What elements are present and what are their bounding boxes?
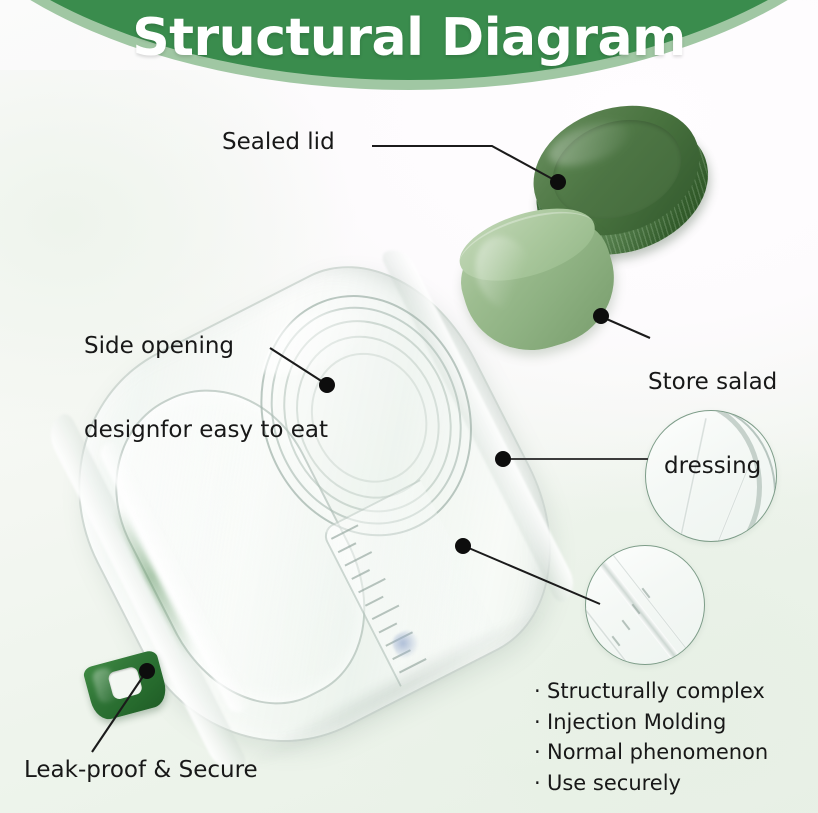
leader-detail-scale	[455, 538, 601, 605]
bullet-item-label: Normal phenomenon	[547, 740, 769, 765]
leader-sealed-lid	[372, 144, 566, 190]
bullet-marker-icon: ·	[534, 679, 541, 703]
label-side-opening-line2: designfor easy to eat	[84, 417, 329, 444]
bullet-item: ·Injection Molding	[534, 707, 768, 738]
bullet-marker-icon: ·	[534, 709, 541, 734]
label-leak-proof-secure: Leak-proof & Secure	[24, 757, 258, 783]
bullet-item: ·Use securely	[534, 768, 768, 799]
leader-detail-rim	[495, 451, 648, 467]
page-title: Structural Diagram	[132, 8, 686, 68]
leader-leak-proof	[91, 663, 155, 753]
bullet-marker-icon: ·	[534, 740, 541, 765]
bullet-item-label: Structurally complex	[547, 679, 765, 703]
label-side-opening-line1: Side opening	[84, 333, 235, 360]
label-sealed-lid: Sealed lid	[222, 129, 335, 155]
bullet-item: ·Structurally complex	[534, 676, 768, 707]
bullet-item-label: Injection Molding	[547, 709, 727, 734]
feature-bullet-list: ·Structurally complex·Injection Molding·…	[534, 676, 768, 799]
bullet-item-label: Use securely	[547, 770, 681, 795]
detail-callout-rim	[645, 410, 777, 542]
label-store-salad-dressing: Store salad dressing	[648, 312, 777, 536]
label-store-salad-line1: Store salad	[648, 369, 778, 396]
label-side-opening: Side opening designfor easy to eat	[84, 276, 328, 500]
label-store-salad-line2: dressing	[664, 453, 762, 480]
bullet-marker-icon: ·	[534, 770, 541, 795]
leader-side-opening	[269, 347, 335, 393]
detail-callout-scale	[585, 545, 705, 665]
leader-store-salad	[593, 308, 651, 339]
bullet-item: ·Normal phenomenon	[534, 737, 768, 768]
